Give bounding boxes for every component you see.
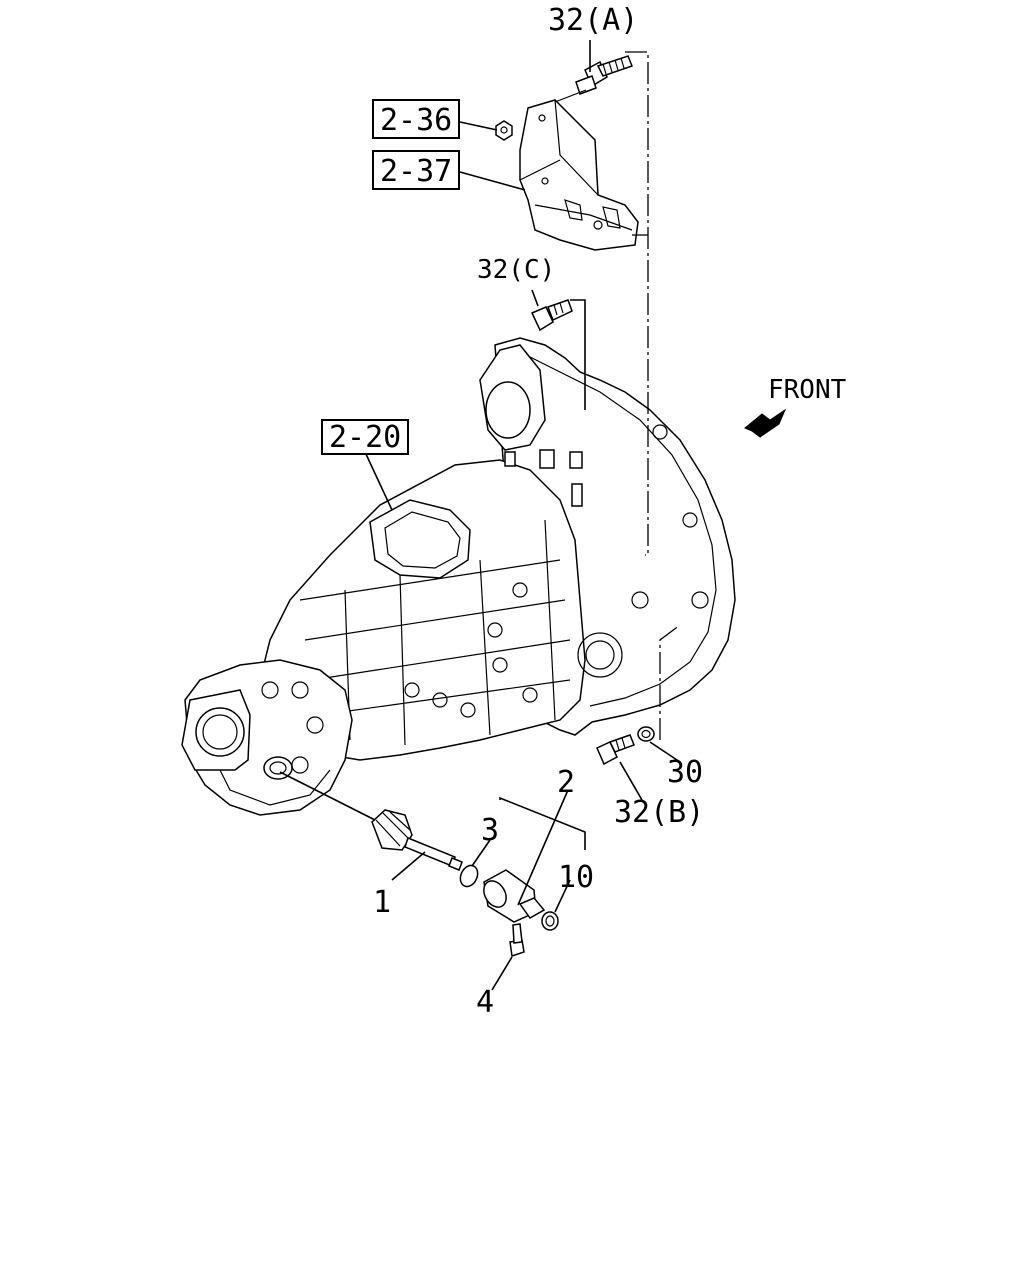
bolt-32b [596, 734, 635, 766]
ref-label-2-36: 2-36 [380, 103, 452, 138]
ref-box-2-36 [372, 99, 460, 139]
leader-lines [279, 40, 681, 991]
callout-30: 30 [667, 755, 703, 790]
callout-32b: 32(B) [614, 795, 704, 830]
ref-label-2-37: 2-37 [380, 154, 452, 189]
o-ring-3 [459, 864, 479, 888]
ref-label-2-20: 2-20 [329, 420, 401, 455]
front-arrow-icon [744, 408, 787, 438]
callout-32c: 32(C) [477, 255, 555, 285]
callout-32a: 32(A) [548, 3, 638, 38]
seal-10 [541, 911, 559, 931]
callout-3: 3 [481, 813, 499, 848]
bolt-32a [554, 55, 633, 103]
callout-4: 4 [476, 985, 494, 1020]
ref-box-2-20 [321, 419, 409, 455]
washer-30 [637, 726, 655, 742]
callout-1: 1 [373, 885, 391, 920]
nut-part [495, 120, 513, 141]
callout-2: 2 [557, 765, 575, 800]
bolt-4 [509, 923, 525, 957]
driven-gear-shaft-1 [371, 809, 463, 871]
ref-box-2-37 [372, 150, 460, 190]
bracket [519, 99, 639, 251]
front-label: FRONT [768, 375, 847, 405]
bolt-32c [530, 299, 573, 332]
callout-10: 10 [558, 860, 594, 895]
transmission-housing [181, 337, 736, 816]
sleeve-2 [483, 869, 546, 923]
